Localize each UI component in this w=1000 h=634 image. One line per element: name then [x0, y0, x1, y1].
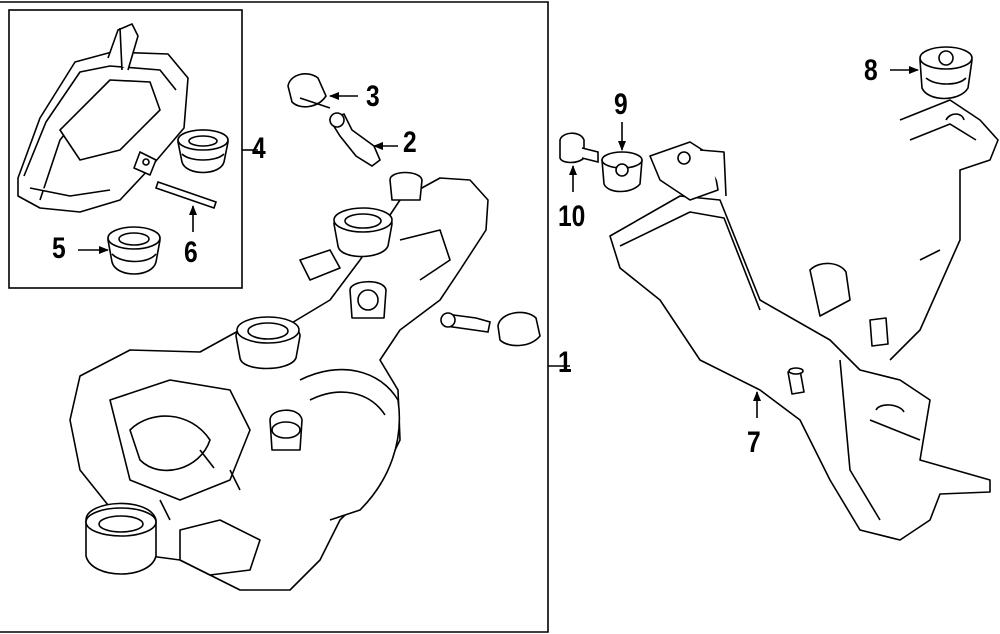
callout-7: 7: [747, 426, 761, 459]
bleeder-screw-lower: [440, 312, 491, 333]
callout-3: 3: [366, 80, 380, 113]
isolator-nut: [601, 151, 643, 193]
bleeder-cap-upper: [287, 73, 331, 109]
grommet-lower: [107, 226, 161, 275]
callout-10: 10: [558, 200, 586, 233]
callout-2: 2: [403, 126, 417, 159]
callout-8: 8: [864, 54, 878, 87]
callout-5: 5: [52, 232, 66, 265]
callout-6: 6: [184, 236, 198, 269]
bracket-grommet: [919, 46, 973, 100]
leader-lines: [78, 66, 919, 418]
callout-1: 1: [558, 346, 572, 379]
callout-4: 4: [252, 132, 266, 165]
bleeder-screw-upper: [328, 112, 381, 167]
callout-9: 9: [614, 88, 628, 121]
brake-booster-assembly: [69, 171, 489, 591]
retaining-pin: [154, 180, 218, 210]
bleeder-cap-lower: [497, 311, 541, 347]
inset-box-reservoir: [8, 9, 243, 289]
group-frame: [0, 1, 549, 633]
reservoir-tank: [17, 23, 189, 213]
grommet-upper: [177, 129, 229, 174]
module-bracket: [609, 99, 999, 541]
mounting-bolt: [559, 132, 599, 164]
